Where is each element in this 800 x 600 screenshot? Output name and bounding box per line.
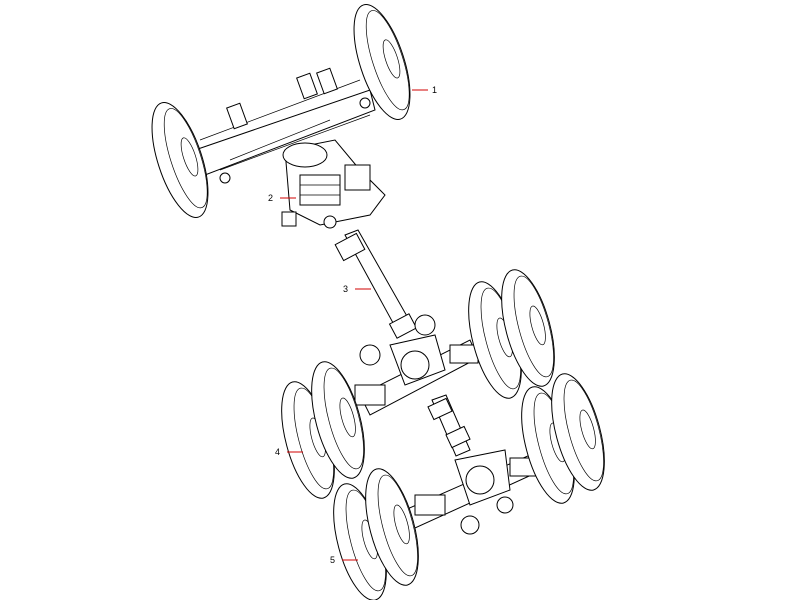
callout-label: 3 bbox=[343, 284, 348, 294]
callout-label: 2 bbox=[268, 193, 273, 203]
inter-axle-shaft bbox=[427, 394, 471, 457]
transfer-case bbox=[281, 139, 386, 229]
callout-label: 1 bbox=[432, 85, 437, 95]
front-axle-assembly bbox=[140, 0, 422, 225]
callout-label: 4 bbox=[275, 447, 280, 457]
rear-axle-assembly bbox=[322, 367, 616, 600]
callout-5: 5 bbox=[330, 555, 358, 565]
callout-3: 3 bbox=[343, 284, 371, 294]
propeller-shaft bbox=[334, 229, 418, 339]
middle-axle-assembly bbox=[270, 263, 566, 505]
callout-1: 1 bbox=[412, 85, 437, 95]
callout-4: 4 bbox=[275, 447, 303, 457]
callout-2: 2 bbox=[268, 193, 296, 203]
callout-label: 5 bbox=[330, 555, 335, 565]
